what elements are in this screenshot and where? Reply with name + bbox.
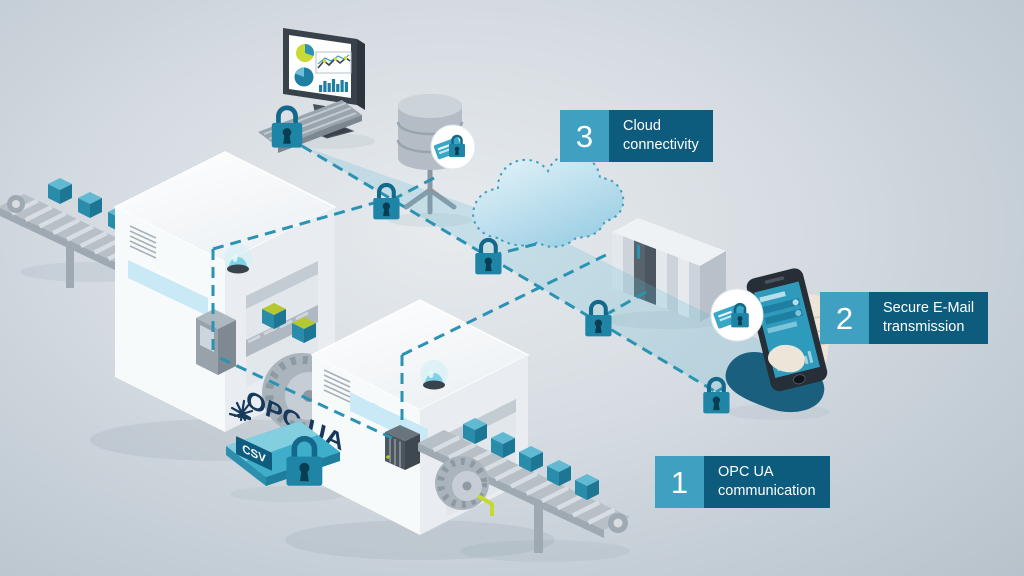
secure-ribbon (302, 146, 784, 392)
smartphone-hand-icon (725, 268, 831, 413)
conveyor-outfeed (418, 418, 630, 553)
padlock-icon (272, 108, 302, 148)
email-badge-database (430, 124, 476, 170)
opcua-gear-scribble (228, 399, 254, 422)
step-3-badge: 3 Cloud connectivity (560, 110, 713, 162)
signal-lamp-icon (224, 244, 252, 274)
cloud-icon (472, 152, 625, 248)
dashboard-pie-chart (294, 43, 315, 87)
machine-tunnel (246, 261, 318, 387)
machine-1 (113, 151, 342, 434)
email-badge-phone (710, 288, 764, 342)
rack-door (634, 240, 645, 301)
network-dashed-lines (211, 144, 785, 440)
machine-window (128, 260, 208, 316)
step-2-badge: 2 Secure E-Mail transmission (820, 292, 989, 344)
step-number: 3 (560, 110, 609, 162)
dashboard-line-chart (315, 51, 352, 74)
gear-drum (435, 456, 494, 516)
step-label: Secure E-Mail transmission (869, 292, 989, 344)
vent-grille (323, 369, 351, 403)
dashboard-bar-chart (319, 79, 348, 92)
thumb (768, 344, 805, 373)
step-number: 1 (655, 456, 704, 508)
step-label: OPC UA communication (704, 456, 830, 508)
step-label: Cloud connectivity (609, 110, 713, 162)
control-cabinet (196, 309, 236, 375)
step-number: 2 (820, 292, 869, 344)
signal-lamp-icon (420, 360, 448, 390)
ground-shadows (20, 133, 830, 562)
green-bracket (477, 494, 494, 516)
vent-grille (129, 225, 157, 259)
step-1-badge: 1 OPC UA communication (655, 456, 830, 508)
machine-2 (310, 299, 530, 535)
plc-box (385, 425, 420, 470)
